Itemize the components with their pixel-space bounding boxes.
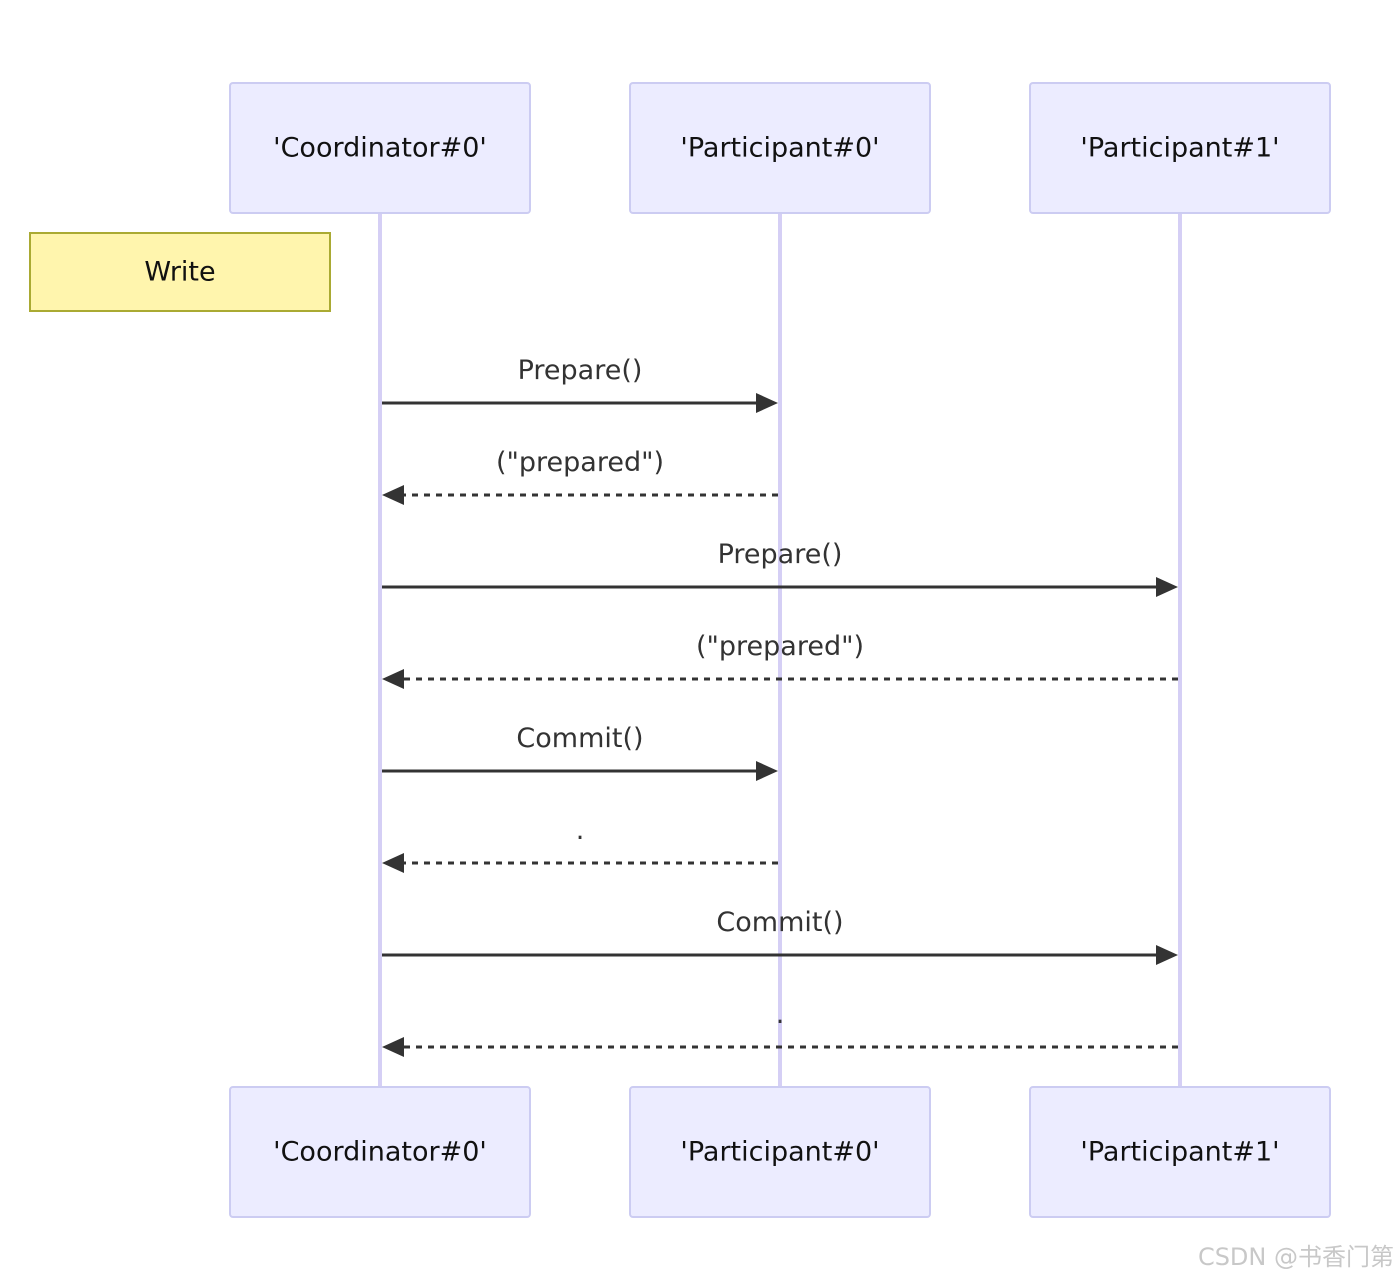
watermark: CSDN @书香门第 <box>1197 1243 1394 1271</box>
message-arrowhead-7 <box>1156 945 1178 965</box>
actor-box-top-participant0 <box>629 82 931 214</box>
message-label-7: Commit() <box>716 907 843 938</box>
message-arrowhead-5 <box>756 761 778 781</box>
actor-label-top-participant1: 'Participant#1' <box>1080 133 1279 164</box>
message-label-6: . <box>576 815 585 846</box>
message-arrowhead-2 <box>382 485 404 505</box>
note-box <box>29 232 331 312</box>
message-arrowhead-4 <box>382 669 404 689</box>
actor-label-top-participant0: 'Participant#0' <box>680 133 879 164</box>
actors-top: 'Coordinator#0' 'Participant#0' 'Participa… <box>229 82 1331 214</box>
actor-label-bottom-participant1: 'Participant#1' <box>1080 1137 1279 1168</box>
note-layer: Write <box>29 232 331 312</box>
message-arrowhead-6 <box>382 853 404 873</box>
message-label-3: Prepare() <box>718 539 843 570</box>
message-label-1: Prepare() <box>518 355 643 386</box>
actor-box-bottom-participant0 <box>629 1086 931 1218</box>
actor-label-top-coordinator0: 'Coordinator#0' <box>273 133 487 164</box>
message-arrowhead-3 <box>1156 577 1178 597</box>
actor-box-top-participant1 <box>1029 82 1331 214</box>
message-label-2: ("prepared") <box>496 447 664 478</box>
actor-box-top-coordinator0 <box>229 82 531 214</box>
messages: Prepare() ("prepared") Prepare() ("prepared… <box>382 355 1178 1057</box>
message-arrowhead-8 <box>382 1037 404 1057</box>
lifelines <box>378 213 1182 1087</box>
note-text: Write <box>144 257 215 288</box>
actor-label-bottom-participant0: 'Participant#0' <box>680 1137 879 1168</box>
actor-box-bottom-coordinator0 <box>229 1086 531 1218</box>
message-label-5: Commit() <box>516 723 643 754</box>
actor-box-bottom-participant1 <box>1029 1086 1331 1218</box>
message-label-8: . <box>776 999 785 1030</box>
message-arrowhead-1 <box>756 393 778 413</box>
actor-label-bottom-coordinator0: 'Coordinator#0' <box>273 1137 487 1168</box>
actors-bottom: 'Coordinator#0' 'Participant#0' 'Participa… <box>229 1086 1331 1218</box>
message-label-4: ("prepared") <box>696 631 864 662</box>
